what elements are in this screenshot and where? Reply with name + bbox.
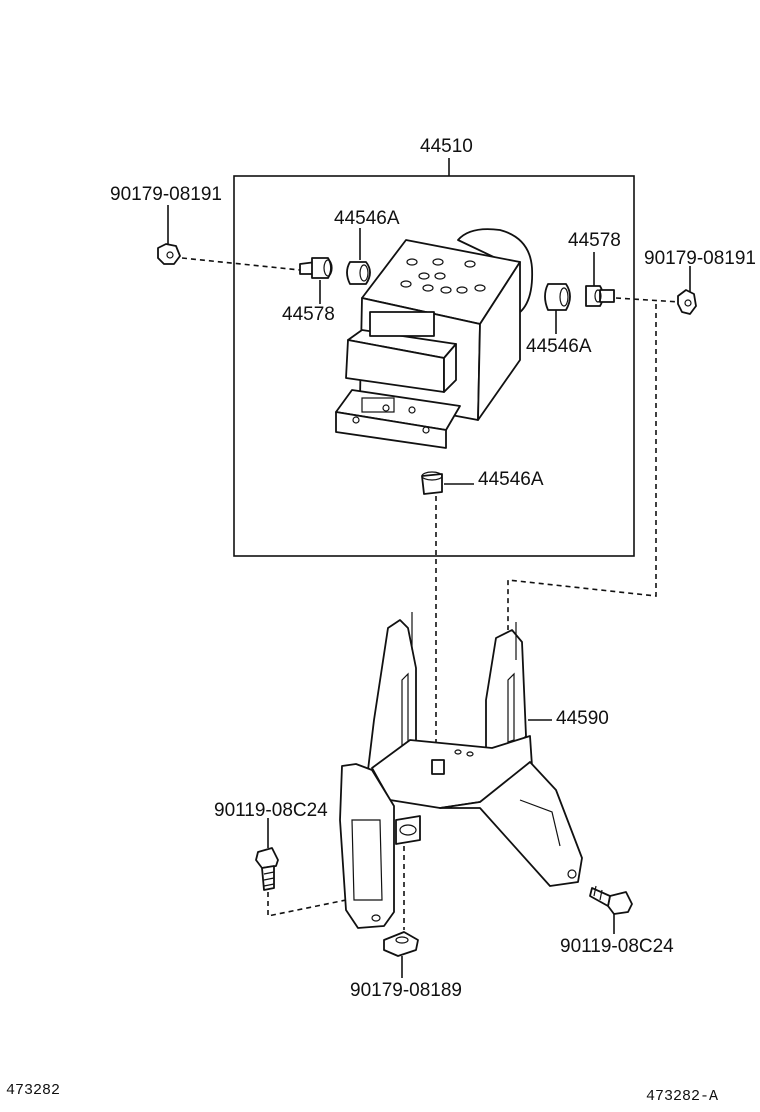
cushion-upper-right-part [544,283,571,311]
label-cushion-upper-right: 44546A [526,336,592,357]
collar-left-part [299,257,333,279]
label-bolt-right: 90119-08C24 [560,936,674,957]
label-nut-left: 90179-08191 [110,184,222,205]
bolt-left-part [255,847,279,891]
label-cushion-bottom: 44546A [478,469,544,490]
cushion-upper-left-part [346,261,371,285]
nut-right-part [677,289,697,315]
label-cushion-upper-left: 44546A [334,208,400,229]
dash-collar-right [615,297,681,303]
dash-nut-left [181,257,301,271]
label-collar-left: 44578 [282,304,335,325]
footer-right-code: 473282-A [646,1088,718,1105]
label-nut-bottom: 90179-08189 [350,980,462,1001]
cushion-bottom-part [421,471,443,495]
footer-left-code: 473282 [6,1082,60,1099]
label-collar-right: 44578 [568,230,621,251]
label-nut-right: 90179-08191 [644,248,756,269]
label-bracket: 44590 [556,708,609,729]
bracket-part [339,612,583,929]
nut-bottom-part [383,931,419,957]
label-actuator-assembly: 44510 [420,136,473,157]
dash-right-to-bracket [507,304,657,630]
bolt-right-part [589,885,633,915]
label-bolt-left: 90119-08C24 [214,800,328,821]
collar-right-part [585,285,615,307]
assembly-frame [233,175,635,557]
dash-bolt-left [267,892,347,917]
nut-left-part [157,243,181,265]
abs-actuator [335,228,533,449]
